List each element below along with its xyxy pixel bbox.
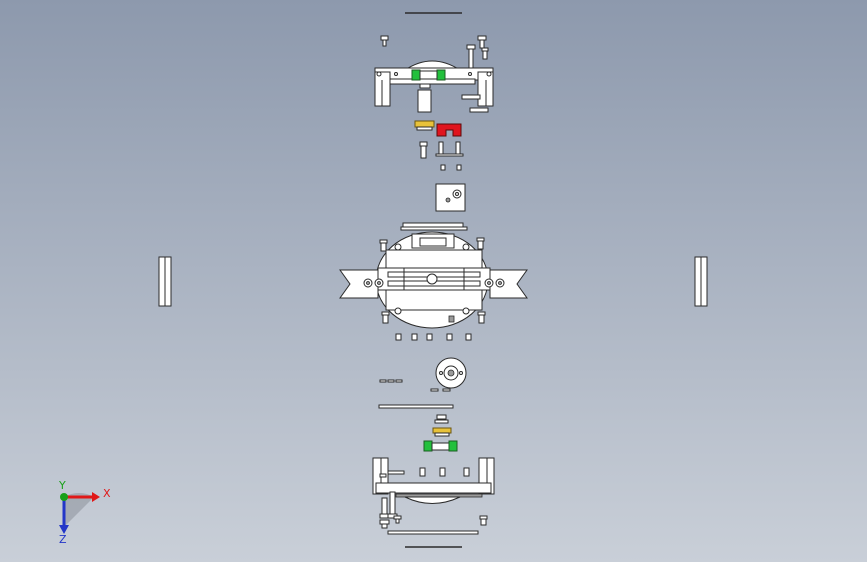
- lower-bearing-stack[interactable]: [432, 414, 452, 437]
- top-shaft[interactable]: [417, 83, 432, 113]
- bottom-plate-lines[interactable]: [387, 530, 479, 548]
- left-side-post[interactable]: [158, 256, 172, 307]
- z-axis-label: Z: [59, 533, 67, 546]
- top-bearing-yellow[interactable]: [414, 120, 435, 131]
- y-axis-label: Y: [58, 479, 66, 492]
- lower-green-coupler[interactable]: [423, 440, 458, 452]
- center-rail[interactable]: [377, 267, 491, 291]
- hub-disc[interactable]: [435, 357, 467, 389]
- coordinate-triad-icon: X Y Z: [58, 479, 111, 546]
- center-standoffs[interactable]: [379, 237, 486, 341]
- top-screws[interactable]: [380, 35, 489, 74]
- left-flag-bracket[interactable]: [339, 269, 384, 299]
- red-clamp-block[interactable]: [436, 123, 462, 137]
- lower-bracket[interactable]: [372, 457, 495, 504]
- right-flag-bracket[interactable]: [484, 269, 528, 299]
- center-top-bar[interactable]: [400, 222, 468, 231]
- x-axis-label: X: [103, 487, 111, 500]
- lower-washers[interactable]: [430, 388, 451, 392]
- lower-long-bar[interactable]: [378, 404, 454, 409]
- upper-pins[interactable]: [419, 141, 464, 171]
- right-side-post[interactable]: [694, 256, 708, 307]
- motor-block[interactable]: [435, 183, 466, 212]
- top-bracket[interactable]: [374, 60, 494, 113]
- bottom-screws[interactable]: [379, 491, 488, 529]
- small-screws[interactable]: [379, 379, 403, 383]
